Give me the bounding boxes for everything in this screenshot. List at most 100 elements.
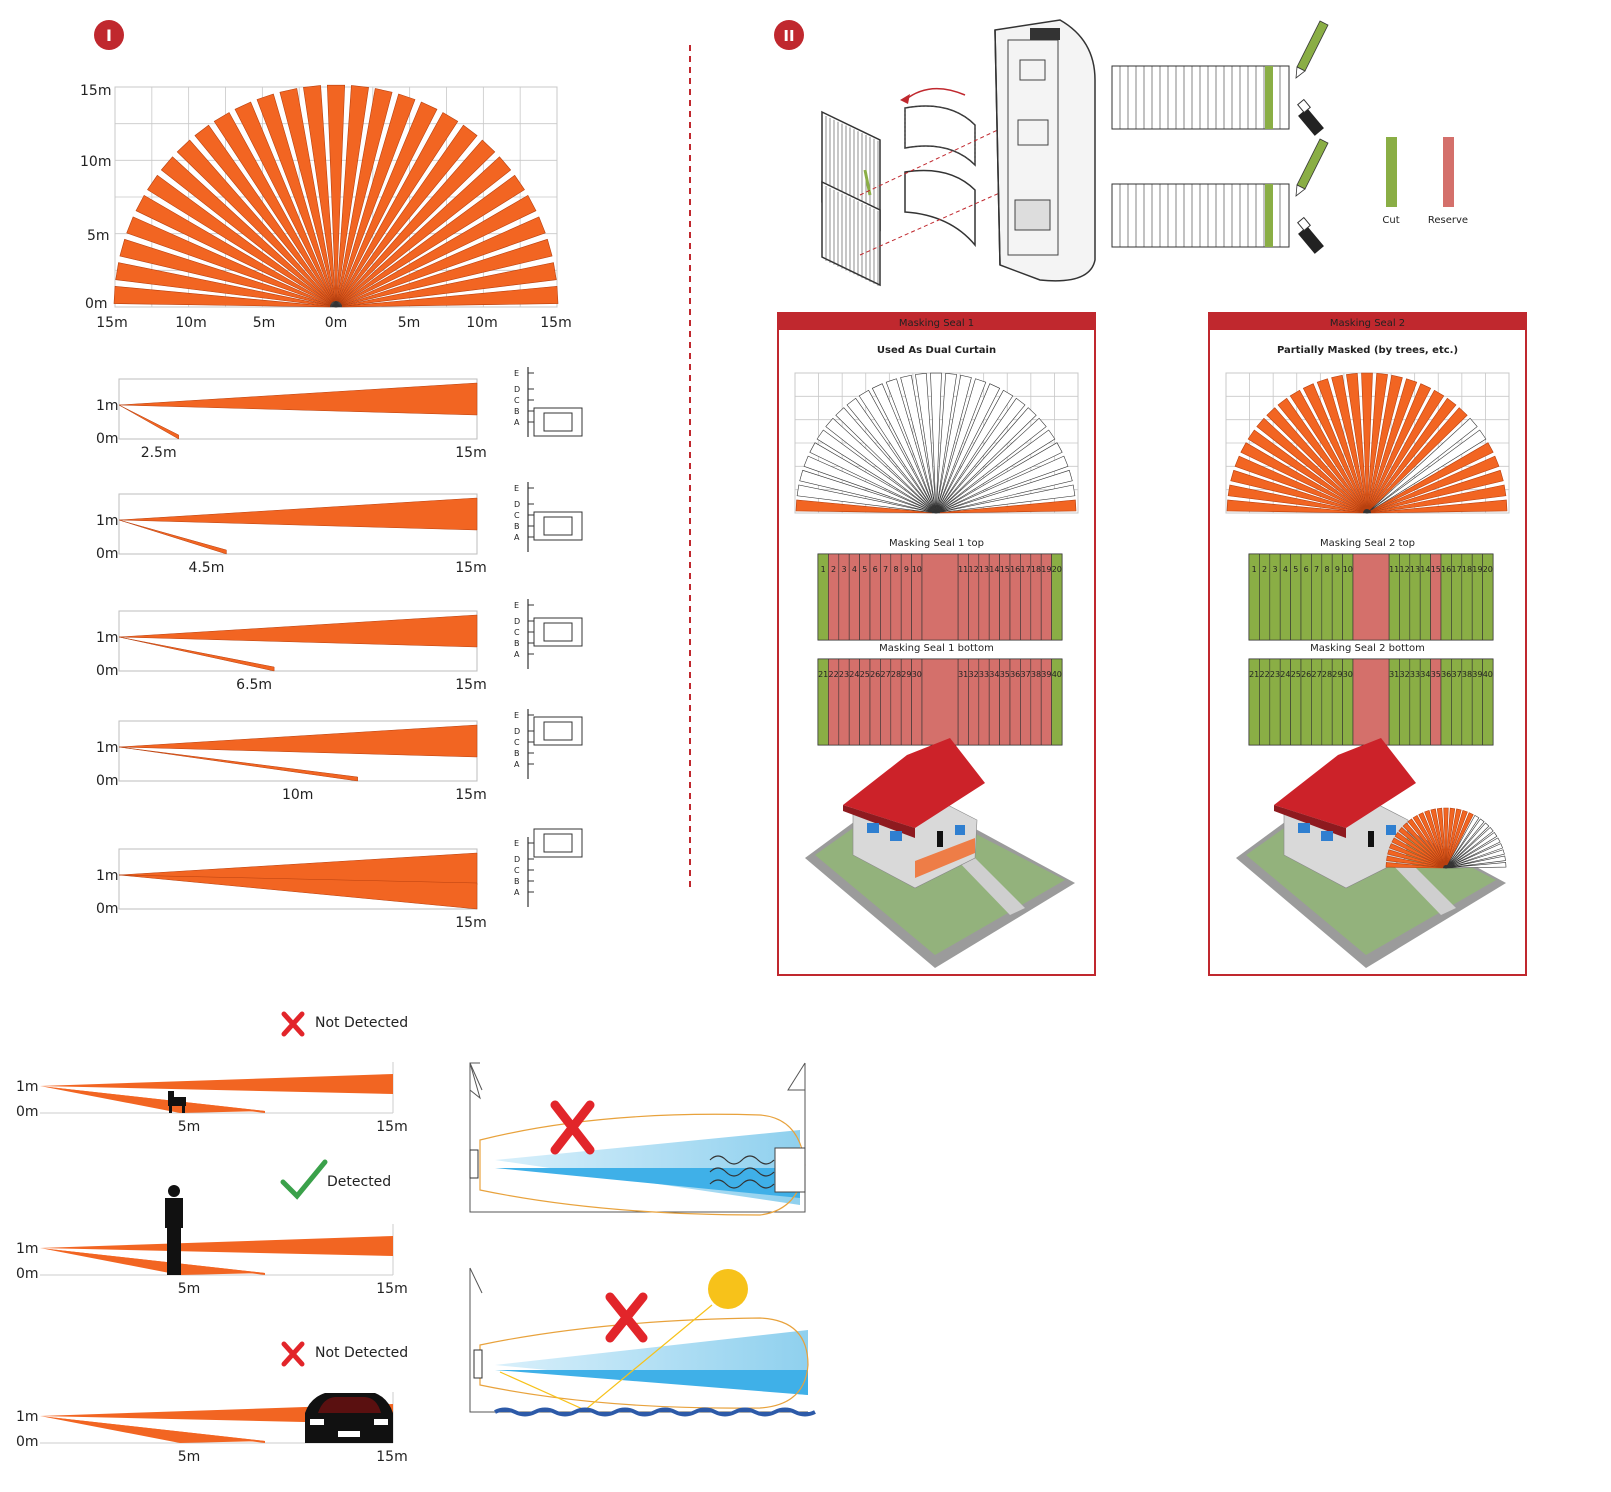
switch-letter: B [514, 522, 520, 531]
strip-label: Masking Seal 2 bottom [1310, 643, 1425, 654]
segment-number: 26 [1301, 670, 1311, 679]
beam-zone [341, 285, 559, 308]
status-label: Not Detected [315, 1345, 408, 1361]
switch-letter: E [514, 839, 519, 848]
y-label-1m: 1m [16, 1241, 39, 1257]
switch-letter: C [514, 396, 520, 405]
segment-number: 17 [1452, 565, 1462, 574]
segment-number: 2 [1262, 565, 1267, 574]
segment-number: 1 [1252, 565, 1257, 574]
beam-zone [1370, 442, 1494, 512]
y-label-0m: 0m [16, 1104, 39, 1120]
beam-zone [1370, 499, 1508, 514]
segment-number: 40 [1052, 670, 1062, 679]
section-marker-one-label: I [106, 26, 112, 45]
x-label-15m-left: 15m [96, 315, 127, 331]
segment-number: 19 [1041, 565, 1051, 574]
beam-zone [126, 216, 331, 306]
cross-icon [605, 1292, 648, 1343]
beam-zone [176, 139, 333, 304]
y-label-0m: 0m [96, 901, 119, 917]
y-label-0m: 0m [96, 431, 119, 447]
switch-letter: C [514, 738, 520, 747]
near-beam [118, 404, 179, 440]
segment-number: 8 [1324, 565, 1329, 574]
switch-letter: C [514, 866, 520, 875]
segment-number: 1 [821, 565, 826, 574]
segment-number: 24 [849, 670, 859, 679]
beam-zone [213, 112, 334, 303]
mask-panel-lower [821, 180, 881, 287]
segment-number: 4 [852, 565, 857, 574]
beam-zone [796, 484, 933, 513]
switch-letter: D [514, 385, 520, 394]
segment-number: 28 [1322, 670, 1332, 679]
switch-letter: E [514, 369, 519, 378]
far-distance-label: 15m [455, 677, 486, 693]
switch-letter: E [514, 601, 519, 610]
y-label-1m: 1m [96, 398, 119, 414]
switch-letter: A [514, 760, 520, 769]
y-label-0m: 0m [96, 663, 119, 679]
far-distance-label: 15m [376, 1281, 407, 1297]
segment-number: 5 [862, 565, 867, 574]
beam-zone [147, 174, 332, 305]
y-label-1m: 1m [96, 868, 119, 884]
segment-number: 10 [1343, 565, 1353, 574]
switch-letter: C [514, 511, 520, 520]
segment-number: 19 [1472, 565, 1482, 574]
detector-exploded-illustration [821, 19, 1096, 287]
segment-number: 3 [1272, 565, 1277, 574]
segment-number: 28 [891, 670, 901, 679]
far-distance-label: 15m [455, 445, 486, 461]
rotate-arrow-icon [904, 87, 966, 101]
beam-zone [835, 407, 934, 511]
far-beam [118, 497, 478, 531]
segment-number: 25 [1291, 670, 1301, 679]
strip-legend: Cut Reserve [1382, 137, 1468, 226]
segment-number: 38 [1462, 670, 1472, 679]
far-beam [118, 382, 478, 416]
reserve-swatch [1443, 137, 1454, 207]
lens-strip-upper [1111, 20, 1329, 136]
segment-number: 9 [1335, 565, 1340, 574]
y-label-5m: 5m [87, 228, 110, 244]
beam-zone [1227, 484, 1364, 513]
near-distance-label: 5m [178, 1281, 201, 1297]
beam-zone [939, 455, 1069, 513]
segment-number: 20 [1052, 565, 1062, 574]
lens-segment [1482, 553, 1494, 641]
top-view-coverage: 15m 10m 5m 0m 15m 10m 5m 0m 5m 10m 15m [80, 83, 572, 331]
segment-number: 15 [1000, 565, 1010, 574]
cut-label: Cut [1382, 215, 1399, 226]
far-distance-label: 15m [455, 915, 486, 931]
y-label-1m: 1m [96, 740, 119, 756]
segment-number: 25 [860, 670, 870, 679]
segment-number: 31 [1389, 670, 1399, 679]
switch-letter: D [514, 617, 520, 626]
detector-icon [473, 1349, 483, 1379]
segment-number: 7 [883, 565, 888, 574]
segment-number: 15 [1431, 565, 1441, 574]
segment-number: 16 [1010, 565, 1020, 574]
cutter-knife-icon [1295, 138, 1329, 254]
segment-number: 36 [1010, 670, 1020, 679]
far-distance-label: 15m [455, 787, 486, 803]
segment-number: 34 [1420, 670, 1430, 679]
panel-header: Masking Seal 2 [1330, 318, 1405, 329]
segment-number: 21 [818, 670, 828, 679]
status-label: Not Detected [315, 1015, 408, 1031]
y-label-0m: 0m [85, 296, 108, 312]
beam-zone [338, 112, 459, 303]
segment-number: 5 [1293, 565, 1298, 574]
section-marker-two-label: II [783, 27, 794, 45]
lens-strip-lower [1111, 138, 1329, 254]
beam-zone [871, 383, 935, 510]
far-beam [40, 1404, 393, 1424]
